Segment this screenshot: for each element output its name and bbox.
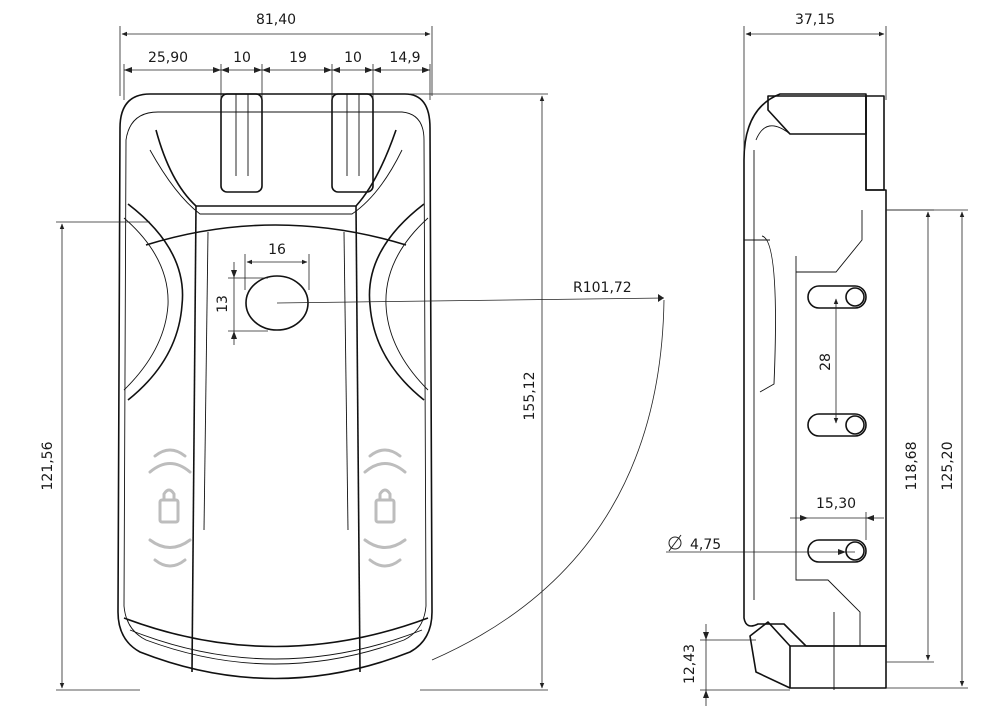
dim-label-slot-span: 15,30 <box>816 496 856 512</box>
rfid-lock-icon-left <box>148 448 192 568</box>
front-body-outline <box>117 93 433 680</box>
front-panel-line-left <box>191 205 197 673</box>
dim-label-overall-width: 81,40 <box>256 12 296 28</box>
front-panel-line-right <box>355 205 361 673</box>
dim-label-oval-height: 13 <box>215 295 231 313</box>
dim-height-right: 155,12 <box>410 93 548 691</box>
front-view: 81,40 25,90 10 19 10 14,9 <box>40 12 665 691</box>
front-body-inner <box>123 111 427 665</box>
side-top-tab <box>865 95 885 191</box>
dim-oval-width: 16 <box>244 242 310 290</box>
side-view: 37,15 28 15,30 4,75 <box>666 12 968 706</box>
dim-label-height-left: 121,56 <box>40 441 56 490</box>
dim-label-seg-4: 10 <box>344 50 362 66</box>
dim-slot-pitch: 28 <box>818 298 839 424</box>
front-bolt-slot-right <box>331 93 374 193</box>
side-top-cap <box>767 95 867 135</box>
dim-label-seg-3: 19 <box>289 50 307 66</box>
side-slot-middle <box>807 413 867 437</box>
dim-label-height-right: 155,12 <box>522 372 538 421</box>
rfid-lock-icon-right <box>363 448 407 568</box>
side-body-outline <box>743 93 887 647</box>
side-slot-bottom <box>807 539 867 563</box>
front-bolt-slot-left <box>220 93 263 193</box>
front-oval-keyhole <box>245 275 309 331</box>
front-center-curve <box>145 224 407 246</box>
dim-slot-span: 15,30 <box>790 496 884 540</box>
dim-segments: 25,90 10 19 10 14,9 <box>123 50 431 100</box>
side-slot-top <box>807 285 867 309</box>
dim-height-left: 121,56 <box>40 221 150 691</box>
dim-label-slot-pitch: 28 <box>818 353 834 371</box>
dim-label-bottom-offset: 12,43 <box>682 644 698 684</box>
dim-label-seg-1: 25,90 <box>148 50 188 66</box>
front-side-arc-right <box>368 203 425 401</box>
dim-side-width: 37,15 <box>743 12 887 150</box>
front-side-arc-left <box>127 203 184 401</box>
front-bottom-band <box>123 617 429 648</box>
dim-label-radius: R101,72 <box>573 280 632 296</box>
dim-label-seg-5: 14,9 <box>389 50 420 66</box>
dim-label-hole-diameter: 4,75 <box>690 537 721 553</box>
dim-height-inner: 118,68 <box>886 209 934 663</box>
dim-label-side-width: 37,15 <box>795 12 835 28</box>
dim-overall-width: 81,40 <box>119 12 433 96</box>
dim-height-outer: 125,20 <box>886 209 968 689</box>
dim-label-seg-2: 10 <box>233 50 251 66</box>
side-bottom-plate <box>789 645 887 689</box>
dim-oval-height: 13 <box>215 262 268 345</box>
front-top-cap <box>155 129 397 207</box>
dim-radius: R101,72 <box>276 280 665 661</box>
dim-label-height-outer: 125,20 <box>940 442 956 491</box>
dim-label-height-inner: 118,68 <box>904 442 920 491</box>
dim-bottom-offset: 12,43 <box>682 624 790 706</box>
dim-label-oval-width: 16 <box>268 242 286 258</box>
dim-hole-diameter: 4,75 <box>666 534 855 555</box>
